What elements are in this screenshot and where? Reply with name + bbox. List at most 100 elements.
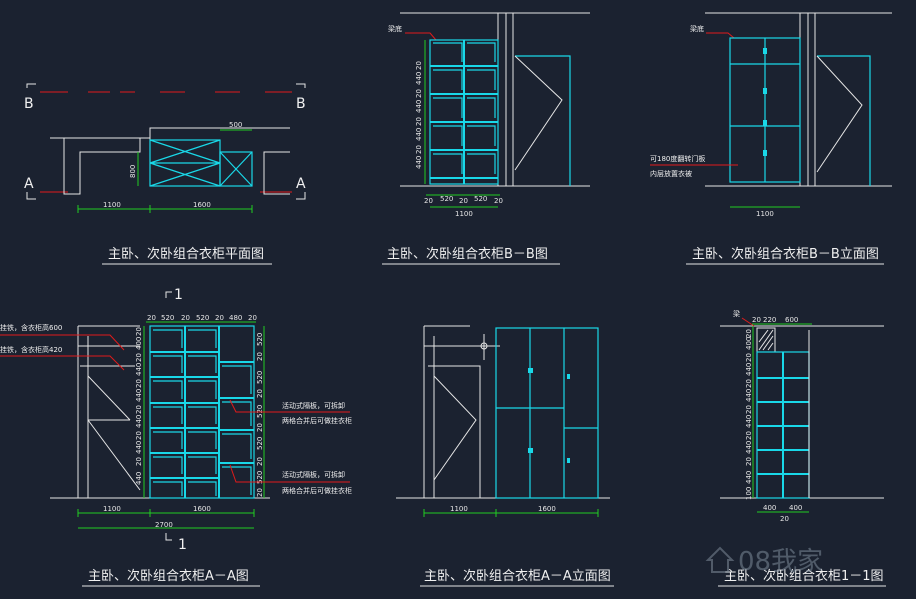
aa-ldim: 440 xyxy=(135,363,143,376)
plan-dim-line-bottom xyxy=(77,205,253,213)
plan-dim-800: 800 xyxy=(129,165,137,178)
aa-tdim: 20 xyxy=(248,314,257,322)
aa-note-mid-1-leader xyxy=(229,399,350,413)
aa-note-left-1: 挂铁，含衣柜高600 xyxy=(0,323,62,332)
aa-ldim: 440 xyxy=(135,441,143,454)
aa-note-mid-1b: 两格合并后可做挂衣柜 xyxy=(282,416,352,425)
s11-vdim: 440 xyxy=(745,363,753,376)
watermark: 08我家 xyxy=(705,546,823,577)
aa-tdim: 20 xyxy=(181,314,190,322)
s11-beam-leader xyxy=(741,317,755,327)
aae-handle xyxy=(567,458,570,463)
aa-shelves-left xyxy=(150,351,219,479)
aa-rdim: 520 xyxy=(256,371,264,384)
s11-tdim: 20 xyxy=(752,316,761,324)
bb-shelves xyxy=(430,65,498,179)
aae-door-frame xyxy=(428,365,481,498)
aa-ldim: 20 xyxy=(135,353,143,362)
s11-tdim: 600 xyxy=(785,316,798,324)
s11-vdim: 440 xyxy=(745,471,753,484)
aa-door-frame xyxy=(80,365,135,498)
bb-vdim: 440 xyxy=(415,72,423,85)
plan-view: B B A A 500 800 1100 1600 xyxy=(24,83,306,213)
aae-dim-line xyxy=(423,509,599,517)
s11-vdim: 440 xyxy=(745,441,753,454)
bbe-handle xyxy=(763,120,767,126)
bb-elevation-view: 梁底 可180度翻转门板 内层放置衣被 1100 xyxy=(650,12,892,218)
bb-vdim: 20 xyxy=(415,117,423,126)
aa-ldim: 440 xyxy=(135,472,143,485)
plan-dim-1100: 1100 xyxy=(103,201,121,209)
s11-vdim: 20 xyxy=(745,457,753,466)
aa-ldim: 20 xyxy=(135,379,143,388)
bb-bdim: 20 xyxy=(459,197,468,205)
s11-section-view: 梁 20 220 600 20 400 20 440 20 440 20 440… xyxy=(720,309,884,523)
house-logo-icon xyxy=(705,546,735,573)
bb-door-frame xyxy=(515,55,571,186)
s11-tdim: 220 xyxy=(763,316,776,324)
aa-tdim: 480 xyxy=(229,314,242,322)
aa-dim-2700: 2700 xyxy=(155,521,173,529)
section-bracket-b-right xyxy=(296,83,306,88)
aa-dim-1600: 1600 xyxy=(193,505,211,513)
s11-vdim: 20 xyxy=(745,329,753,338)
aae-cabinet-lines xyxy=(496,328,598,498)
title-aa-elev: 主卧、次卧组合衣柜A－A立面图 xyxy=(424,568,611,584)
aa-rdim: 20 xyxy=(256,457,264,466)
s11-bdim: 400 xyxy=(789,504,802,512)
aae-dim-1600: 1600 xyxy=(538,505,556,513)
plan-cabinet-right-x xyxy=(219,151,253,187)
bb-section-view: 梁底 20 440 20 440 20 440 20 440 20 520 20… xyxy=(388,12,590,218)
aa-right-fronts xyxy=(222,365,252,495)
aa-ldim: 20 xyxy=(135,457,143,466)
bb-door-swing xyxy=(514,55,563,171)
aa-note-mid-2a: 活动式隔板，可拆卸 xyxy=(282,470,345,479)
bb-beam-label: 梁底 xyxy=(388,24,402,33)
aa-shelves-right xyxy=(219,361,254,464)
plan-cabinet-right xyxy=(219,151,253,187)
s11-vdim: 100 xyxy=(745,487,753,500)
aa-note-left-2: 挂铁，含衣柜高420 xyxy=(0,345,62,354)
aa-note-mid-1a: 活动式隔板，可拆卸 xyxy=(282,401,345,410)
plan-wall-left xyxy=(63,138,141,195)
bbe-note-1: 可180度翻转门板 xyxy=(650,154,705,163)
s11-vdim: 20 xyxy=(745,405,753,414)
s11-shelves xyxy=(757,377,809,475)
title-bb-elev: 主卧、次卧组合衣柜B－B立面图 xyxy=(692,246,879,262)
aa-dim-bottom-line xyxy=(77,509,255,517)
bbe-door-swing xyxy=(816,55,863,173)
aa-rdim: 520 xyxy=(256,405,264,418)
s11-vdim: 20 xyxy=(745,431,753,440)
bb-vdim: 440 xyxy=(415,100,423,113)
bbe-wall xyxy=(799,13,816,186)
title-plan: 主卧、次卧组合衣柜平面图 xyxy=(108,246,264,262)
aa-ldim: 440 xyxy=(135,389,143,402)
marker-a-left: A xyxy=(24,176,34,192)
plan-wall-right xyxy=(263,151,290,195)
bbe-door-frame xyxy=(817,55,871,186)
bb-bdim: 20 xyxy=(494,197,503,205)
aa-ldim: 400 xyxy=(135,337,143,350)
bb-dim-total: 1100 xyxy=(455,210,473,218)
bbe-cabinet-lines xyxy=(730,38,800,182)
aa-rdim: 20 xyxy=(256,488,264,497)
s11-vert-dims: 20 400 20 440 20 440 20 440 20 440 20 44… xyxy=(745,329,753,500)
aae-door-swing xyxy=(433,375,477,481)
aae-handle xyxy=(567,374,570,379)
aa-section-mark-top xyxy=(165,291,172,298)
plan-wall-top xyxy=(50,127,290,140)
aa-ldim: 20 xyxy=(135,405,143,414)
aae-dim-1100: 1100 xyxy=(450,505,468,513)
bb-bdim: 20 xyxy=(424,197,433,205)
section-bracket-b-left xyxy=(26,83,36,88)
aa-section-mark-bottom xyxy=(165,533,172,541)
aa-right-dims: 520 20 520 20 520 20 520 20 520 20 xyxy=(256,333,264,497)
bb-vdim: 440 xyxy=(415,128,423,141)
s11-vdim: 20 xyxy=(745,379,753,388)
s11-bdim-sub: 20 xyxy=(780,515,789,523)
aa-left-dims: 20 400 20 440 20 440 20 440 20 440 20 44… xyxy=(135,327,143,485)
aae-wall-left xyxy=(423,325,490,498)
title-bb: 主卧、次卧组合衣柜B－B图 xyxy=(387,246,548,262)
aa-elevation-view: 1100 1600 xyxy=(396,325,610,517)
